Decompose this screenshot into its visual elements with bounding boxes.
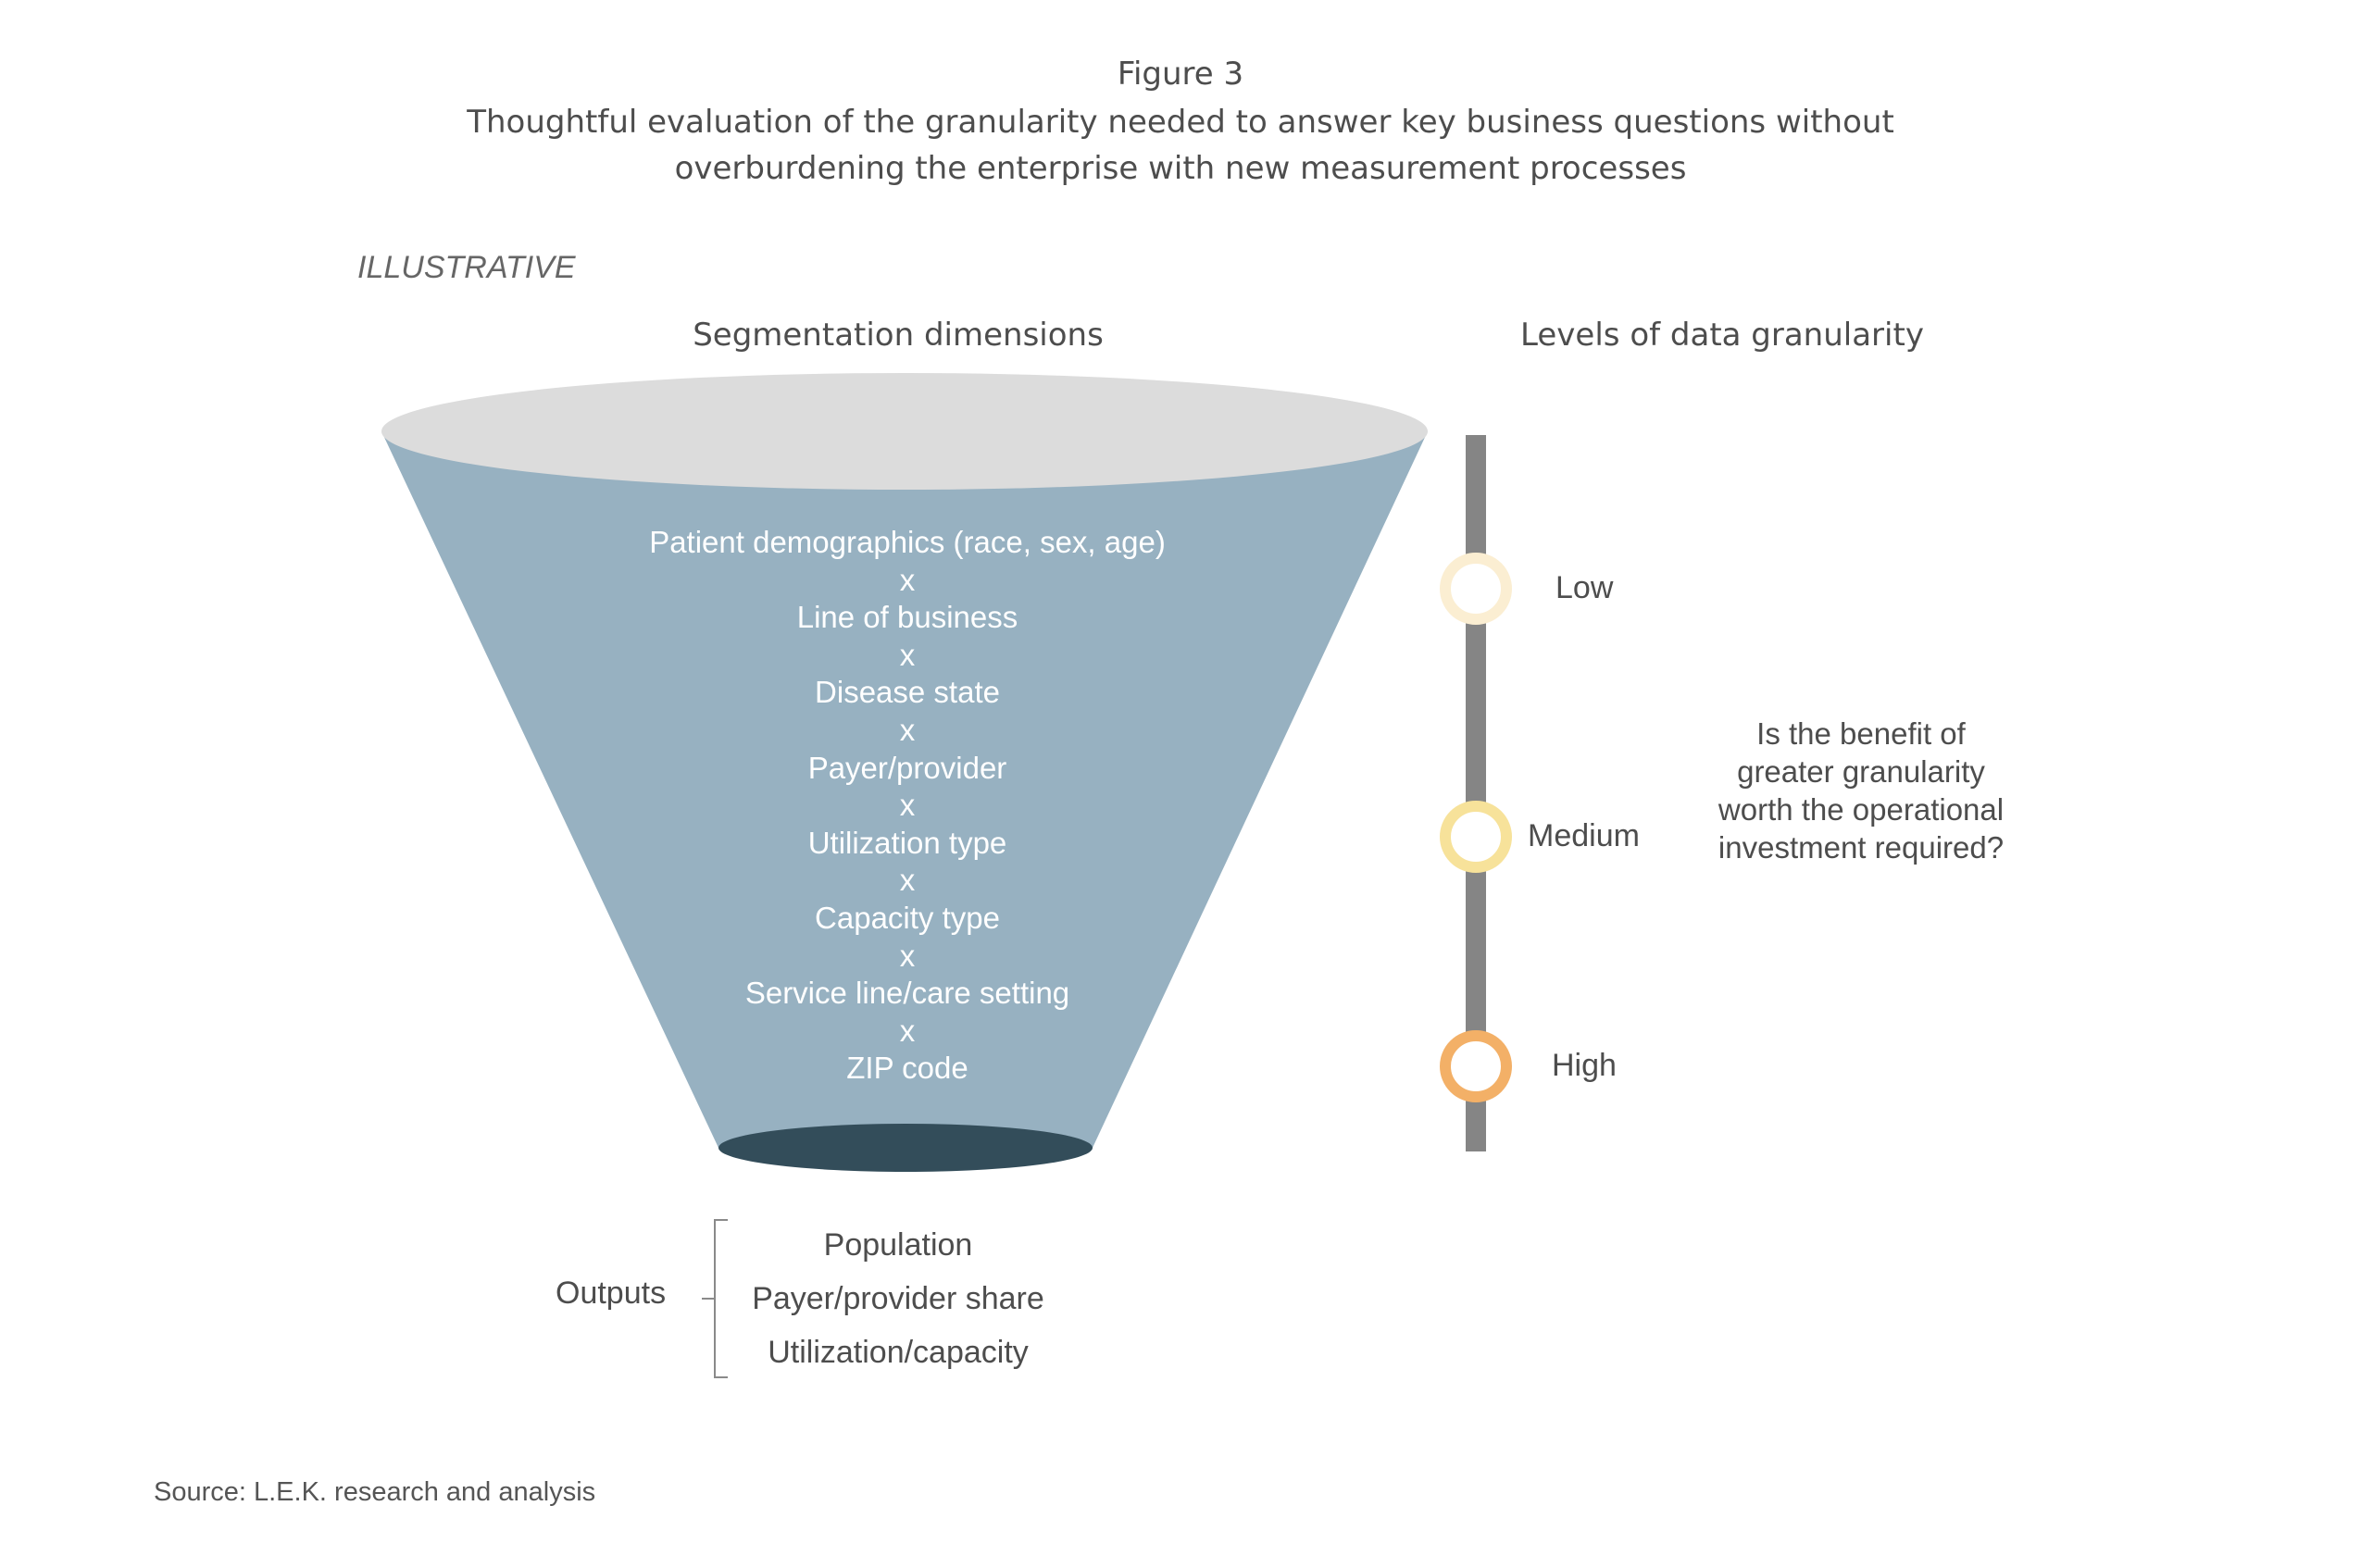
level-label-high: High — [1552, 1048, 1617, 1083]
medium-level-circle — [1440, 801, 1512, 873]
question-line: investment required? — [1718, 830, 2005, 865]
question-line: greater granularity — [1737, 754, 1985, 789]
funnel-dimension: Disease state — [815, 675, 1000, 710]
question-line: worth the operational — [1718, 792, 2005, 827]
funnel-dimension: Line of business — [796, 600, 1018, 635]
funnel-dimension: Patient demographics (race, sex, age) — [649, 525, 1166, 559]
funnel-multiplier: x — [899, 713, 916, 747]
levels-of-granularity-header: Levels of data granularity — [1520, 317, 1924, 354]
figure-title-line-1: Thoughtful evaluation of the granularity… — [467, 104, 1894, 141]
funnel-dimension: Utilization type — [807, 825, 1007, 860]
figure-title-line-2: overburdening the enterprise with new me… — [674, 150, 1687, 187]
funnel-dimension: ZIP code — [846, 1051, 968, 1086]
level-label-medium: Medium — [1528, 818, 1640, 853]
funnel-dimension: Capacity type — [815, 901, 1000, 935]
funnel-multiplier: x — [899, 637, 916, 672]
funnel-dimension: Service line/care setting — [744, 976, 1070, 1011]
segmentation-dimensions-header: Segmentation dimensions — [693, 317, 1104, 354]
source-note: Source: L.E.K. research and analysis — [154, 1477, 596, 1507]
funnel-body — [381, 431, 1428, 1148]
funnel-top-ellipse — [381, 373, 1428, 490]
funnel-dimension: Payer/provider — [807, 750, 1007, 785]
funnel-bottom-ellipse — [718, 1124, 1093, 1172]
funnel-multiplier: x — [899, 1013, 916, 1048]
figure-label: Figure 3 — [1117, 56, 1244, 93]
outputs-label: Outputs — [556, 1276, 667, 1311]
funnel-multiplier: x — [899, 938, 916, 973]
funnel-multiplier: x — [899, 788, 916, 823]
funnel-multiplier: x — [899, 562, 916, 597]
output-item-payer-provider-share: Payer/provider share — [752, 1281, 1044, 1316]
question-line: Is the benefit of — [1756, 716, 1966, 751]
funnel-multiplier: x — [899, 863, 916, 898]
level-label-low: Low — [1555, 570, 1614, 605]
output-item-utilization-capacity: Utilization/capacity — [768, 1335, 1029, 1370]
high-level-circle — [1440, 1030, 1512, 1102]
illustrative-label: ILLUSTRATIVE — [357, 250, 576, 285]
low-level-circle — [1440, 553, 1512, 625]
output-item-population: Population — [823, 1227, 973, 1263]
granularity-question: Is the benefit of greater granularity wo… — [1648, 715, 2074, 866]
